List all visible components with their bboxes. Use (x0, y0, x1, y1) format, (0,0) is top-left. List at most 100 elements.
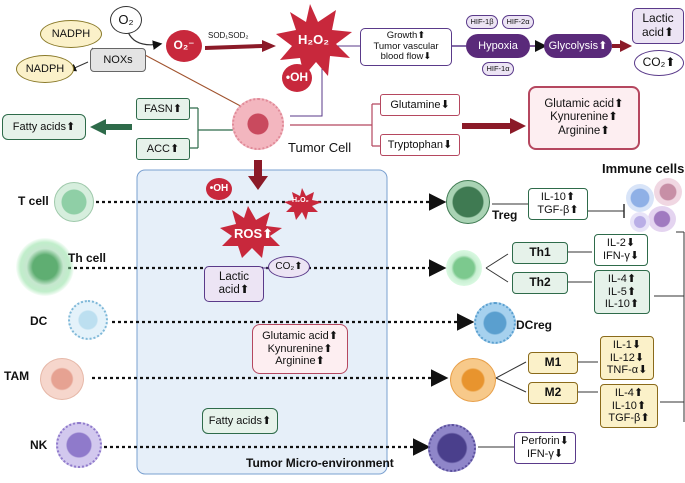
fatty-acids-left: Fatty acids⬆ (2, 114, 86, 140)
tumor-tme-arrow (248, 160, 268, 190)
ros-label: ROS⬆ (234, 226, 274, 241)
oh-node: •OH (282, 64, 312, 92)
tme-h2o2-label: H₂O₂ (292, 197, 309, 204)
hypoxia-node: Hypoxia (466, 34, 530, 58)
tumor-growth-line (290, 45, 360, 117)
treg-outcome-box: IL-10⬆ TGF-β⬆ (528, 188, 588, 220)
h2o2-burst (276, 4, 352, 76)
m2-outcome-line-1: IL-4⬆ (614, 387, 644, 400)
nk-label: NK (30, 438, 48, 452)
th-split-lines (485, 253, 509, 283)
nk-right-image (428, 424, 476, 472)
nadph-bottom: NADPH (16, 55, 74, 83)
amino-result-line-1: Glutamic acid⬆ (544, 98, 624, 111)
right-bracket (654, 231, 685, 422)
growth-line-2: Tumor vascular (373, 40, 439, 52)
tam-split-lines (495, 361, 527, 393)
lactic-acid-top: Lactic acid⬆ (632, 8, 684, 44)
treg-label: Treg (492, 208, 518, 222)
sod-arrow (205, 40, 276, 52)
noxs-box: NOXs (90, 48, 146, 72)
tumor-cell-label: Tumor Cell (288, 140, 352, 155)
lactic-top-line-2: acid⬆ (641, 25, 675, 39)
th1-outcome-line-1: IL-2⬇ (606, 237, 636, 250)
dcreg-image (474, 302, 516, 344)
treg-outcome-line-2: TGF-β⬆ (537, 204, 579, 216)
tme-oh-node: •OH (206, 178, 232, 200)
th1-outcome-box: IL-2⬇ IFN-γ⬇ (594, 234, 648, 266)
dc-label: DC (30, 314, 48, 328)
th2-outcome-line-2: IL-5⬆ (607, 285, 637, 298)
m1-outcome-line-2: IL-12⬇ (609, 351, 645, 364)
tam-image (40, 358, 84, 400)
noxs-tumor-line (144, 54, 249, 111)
tme-h2o2-burst (284, 188, 322, 220)
tme-fatty-acids-box: Fatty acids⬆ (202, 408, 278, 434)
m1-outcome-line-1: IL-1⬇ (612, 339, 642, 352)
fatty-acid-arrow (90, 119, 132, 135)
hif-2a-badge: HIF-2α (502, 15, 534, 29)
tme-lactic-line-1: Lactic (218, 270, 250, 283)
amino-result-line-3: Arginine⬆ (558, 124, 610, 137)
dc-image (68, 300, 108, 340)
h2o2-label: H₂O₂ (298, 32, 330, 47)
th-cell-glow (16, 238, 74, 296)
m2-box: M2 (528, 382, 578, 404)
immune-cell-blue (626, 184, 654, 212)
ros-burst (220, 206, 282, 258)
th2-outcome-box: IL-4⬆ IL-5⬆ IL-10⬆ (594, 270, 650, 314)
tme-lactic-line-2: acid⬆ (218, 284, 250, 296)
superoxide-node: O₂⁻ (166, 30, 202, 62)
dcreg-label: DCreg (516, 318, 553, 332)
tme-amino-line-2: Kynurenine⬆ (267, 342, 333, 355)
tryptophan-box: Tryptophan⬇ (380, 134, 460, 156)
m2-outcome-line-3: TGF-β⬆ (608, 412, 650, 425)
amino-result-box: Glutamic acid⬆ Kynurenine⬆ Arginine⬆ (528, 86, 640, 150)
treg-outcome-line-1: IL-10⬆ (540, 191, 576, 204)
immune-cell-purple (648, 206, 676, 232)
t-cell-label: T cell (18, 194, 49, 208)
m2-outcome-line-2: IL-10⬆ (611, 399, 647, 412)
nk-outcome-line-2: IFN-γ⬇ (526, 448, 564, 460)
tme-amino-line-1: Glutamic acid⬆ (262, 330, 338, 343)
tme-title: Tumor Micro-environment (246, 456, 394, 470)
glycolysis-lactic-arrow (612, 40, 632, 52)
o2-node: O₂ (110, 6, 142, 34)
immune-cells-label: Immune cells (602, 161, 685, 176)
th2-box: Th2 (512, 272, 568, 294)
th1-box: Th1 (512, 242, 568, 264)
tam-label: TAM (4, 369, 30, 383)
tme-amino-line-3: Arginine⬆ (275, 355, 325, 368)
acc-box: ACC⬆ (136, 138, 190, 160)
glycolysis-node: Glycolysis⬆ (544, 34, 612, 58)
t-cell-image (54, 182, 94, 222)
th-cell-label: Th cell (68, 251, 107, 265)
th2-outcome-line-1: IL-4⬆ (607, 273, 637, 286)
nk-image (56, 422, 102, 468)
m1-outcome-line-3: TNF-α⬇ (606, 364, 648, 377)
amino-result-arrow (462, 118, 526, 134)
th2-outcome-line-3: IL-10⬆ (604, 298, 640, 311)
tam-right-image (450, 358, 496, 402)
sod-label: SOD₁SOD₂ (208, 31, 249, 40)
tumor-fasn-acc-bracket (190, 107, 235, 149)
o2-to-superoxide-arrow (127, 31, 163, 50)
m2-outcome-box: IL-4⬆ IL-10⬆ TGF-β⬆ (600, 384, 658, 428)
m1-outcome-box: IL-1⬇ IL-12⬇ TNF-α⬇ (600, 336, 654, 380)
nk-outcome-line-1: Perforin⬇ (521, 435, 569, 448)
co2-top: CO₂⬆ (634, 50, 684, 76)
growth-box: Growth⬆ Tumor vascular blood flow⬇ (360, 28, 452, 66)
fasn-box: FASN⬆ (136, 98, 190, 120)
immune-cell-pink (654, 178, 682, 206)
nadph-top: NADPH (40, 20, 102, 48)
tme-amino-box: Glutamic acid⬆ Kynurenine⬆ Arginine⬆ (252, 324, 348, 374)
nk-outcome-box: Perforin⬇ IFN-γ⬇ (514, 432, 576, 464)
tumor-amino-bracket (290, 103, 380, 147)
hif-1b-badge: HIF-1β (466, 15, 498, 29)
glutamine-box: Glutamine⬇ (380, 94, 460, 116)
growth-line-3: blood flow⬇ (380, 51, 432, 63)
tme-lactic-box: Lactic acid⬆ (204, 266, 264, 302)
immune-cell-lavender (630, 212, 650, 232)
hif-1a-badge: HIF-1α (482, 62, 514, 76)
